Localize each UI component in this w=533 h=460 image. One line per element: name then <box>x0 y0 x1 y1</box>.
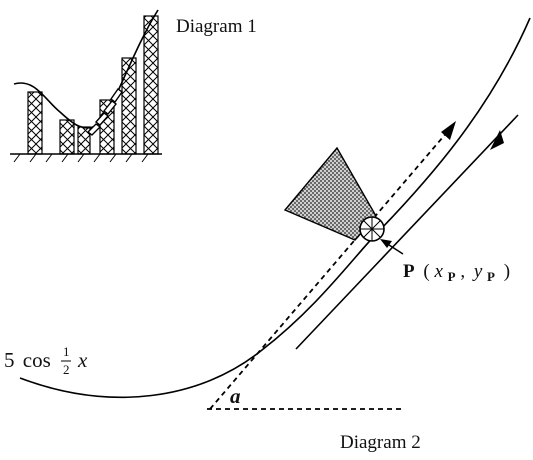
tangent-line <box>295 114 519 350</box>
svg-text:x: x <box>77 348 88 372</box>
support-column <box>121 57 137 155</box>
diagram-1-caption: Diagram 1 <box>176 16 257 37</box>
trolley-wheel <box>359 216 385 242</box>
support-column <box>27 91 43 155</box>
point-p-label: P ( x P , y P ) <box>403 261 510 286</box>
curve-label: 5 cos 1 2 x <box>4 344 88 377</box>
svg-text:2: 2 <box>63 362 70 377</box>
diagram-2-caption: Diagram 2 <box>340 432 421 453</box>
coaster-train <box>86 88 123 136</box>
curve-5cos-half-x <box>19 17 531 398</box>
support-column <box>59 119 75 155</box>
svg-text:5 cos: 5 cos <box>4 348 51 372</box>
trolley-body <box>283 146 377 241</box>
ground-hatching <box>13 153 149 163</box>
diagram-2: P ( x P , y P ) a 5 cos 1 2 x Diagram 2 <box>4 17 531 453</box>
svg-text:1: 1 <box>63 344 70 359</box>
tangent-arrowhead <box>490 130 504 150</box>
diagram-1: Diagram 1 <box>10 9 257 163</box>
point-p-pointer-head <box>380 239 392 248</box>
angle-label: a <box>230 384 241 408</box>
coaster-track <box>13 9 159 129</box>
support-column <box>143 15 159 155</box>
dashed-direction-line <box>209 129 450 410</box>
dashed-arrowhead <box>441 121 456 140</box>
